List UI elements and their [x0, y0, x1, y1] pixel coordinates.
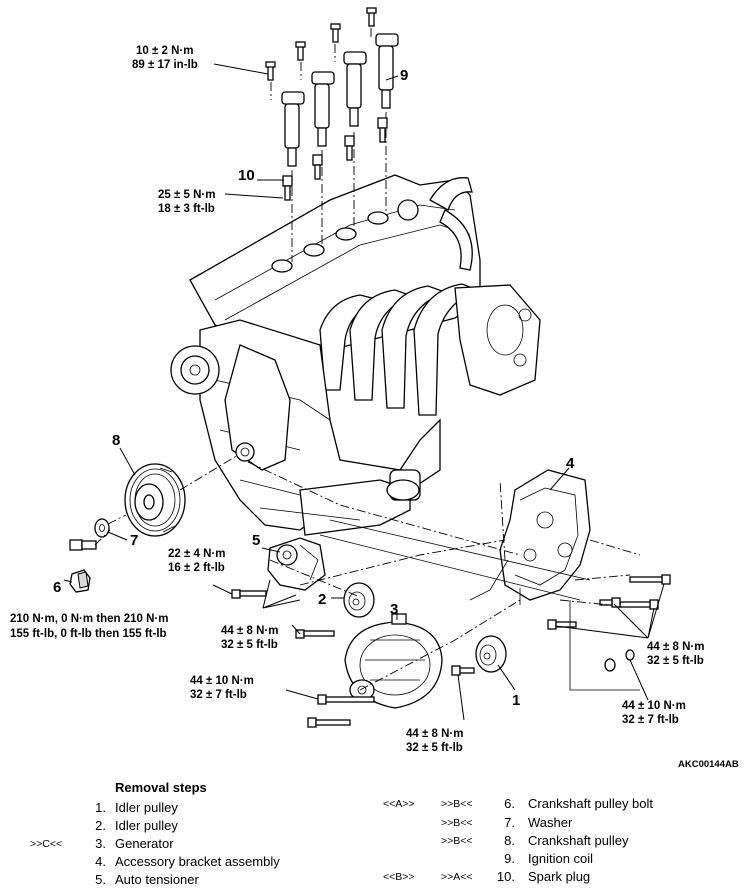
svg-text:32 ± 7 ft-lb: 32 ± 7 ft-lb	[190, 689, 247, 701]
crankshaft-pulley-bolt	[69, 539, 97, 551]
callout-4: 4	[566, 455, 575, 472]
special-tool-icon	[69, 569, 91, 593]
svg-text:10 ± 2 N·m: 10 ± 2 N·m	[136, 45, 193, 57]
removal-steps-list: Removal steps 1. Idler pulley 2. Idler p…	[30, 780, 654, 887]
svg-text:22 ± 4 N·m: 22 ± 4 N·m	[168, 548, 225, 560]
callout-3: 3	[390, 601, 398, 618]
callout-2: 2	[318, 591, 326, 608]
svg-text:44 ± 10 N·m: 44 ± 10 N·m	[622, 700, 686, 712]
torque-generator-bolt: 44 ± 10 N·m 32 ± 7 ft-lb	[190, 675, 254, 701]
torque-idler2-bolt: 44 ± 8 N·m 32 ± 5 ft-lb	[221, 625, 278, 651]
callout-7: 7	[130, 532, 138, 549]
removal-steps-title: Removal steps	[115, 780, 207, 795]
engine-assembly	[170, 174, 541, 536]
svg-text:44 ± 8 N·m: 44 ± 8 N·m	[221, 625, 278, 637]
exploded-engine-diagram: 1 2 3 4 5 6 7 8 9 10 10 ± 2 N·m 89 ± 17 …	[10, 7, 739, 770]
leader-lines	[63, 63, 665, 721]
svg-text:32 ± 7 ft-lb: 32 ± 7 ft-lb	[622, 714, 679, 726]
svg-text:32 ± 5 ft-lb: 32 ± 5 ft-lb	[221, 639, 278, 651]
svg-text:155 ft-lb, 0 ft-lb then 155 ft: 155 ft-lb, 0 ft-lb then 155 ft-lb	[10, 628, 167, 640]
svg-text:44 ± 8 N·m: 44 ± 8 N·m	[647, 641, 704, 653]
callout-6: 6	[53, 579, 61, 596]
svg-text:89 ± 17 in-lb: 89 ± 17 in-lb	[132, 59, 198, 71]
svg-text:16 ± 2 ft-lb: 16 ± 2 ft-lb	[168, 562, 225, 574]
callout-8: 8	[112, 432, 120, 449]
figure-id: AKC00144AB	[678, 759, 739, 770]
torque-tensioner-bolt: 22 ± 4 N·m 16 ± 2 ft-lb	[168, 548, 225, 574]
svg-text:210 N·m, 0 N·m then 210 N·m: 210 N·m, 0 N·m then 210 N·m	[10, 613, 169, 625]
torque-crank-bolt: 210 N·m, 0 N·m then 210 N·m 155 ft-lb, 0…	[10, 613, 169, 640]
torque-bracket-bolts: 44 ± 8 N·m 32 ± 5 ft-lb	[647, 641, 704, 667]
svg-text:32 ± 5 ft-lb: 32 ± 5 ft-lb	[406, 742, 463, 754]
idler-pulley-2	[343, 582, 375, 618]
spark-plugs	[282, 117, 388, 201]
svg-text:18 ± 3 ft-lb: 18 ± 3 ft-lb	[158, 203, 215, 215]
generator	[344, 613, 443, 709]
tensioner-bolt	[231, 589, 267, 599]
callout-9: 9	[400, 67, 408, 84]
svg-text:44 ± 8 N·m: 44 ± 8 N·m	[406, 728, 463, 740]
ignition-coils	[265, 7, 399, 262]
svg-text:32 ± 5 ft-lb: 32 ± 5 ft-lb	[647, 655, 704, 667]
torque-idler1-bolt: 44 ± 8 N·m 32 ± 5 ft-lb	[406, 728, 463, 754]
crankshaft-pulley	[124, 463, 186, 537]
torque-bracket-nut: 44 ± 10 N·m 32 ± 7 ft-lb	[622, 700, 686, 726]
accessory-bracket	[469, 469, 591, 605]
callout-10: 10	[238, 167, 255, 184]
torque-coil-bolt: 10 ± 2 N·m 89 ± 17 in-lb	[132, 45, 198, 71]
callout-5: 5	[252, 532, 260, 549]
washer	[94, 518, 110, 538]
idler-pulley-1	[475, 635, 507, 673]
svg-text:25 ± 5 N·m: 25 ± 5 N·m	[158, 189, 215, 201]
callout-1: 1	[512, 692, 520, 709]
svg-text:44 ± 10 N·m: 44 ± 10 N·m	[190, 675, 254, 687]
torque-spark-plug: 25 ± 5 N·m 18 ± 3 ft-lb	[158, 189, 215, 215]
auto-tensioner	[267, 537, 326, 591]
